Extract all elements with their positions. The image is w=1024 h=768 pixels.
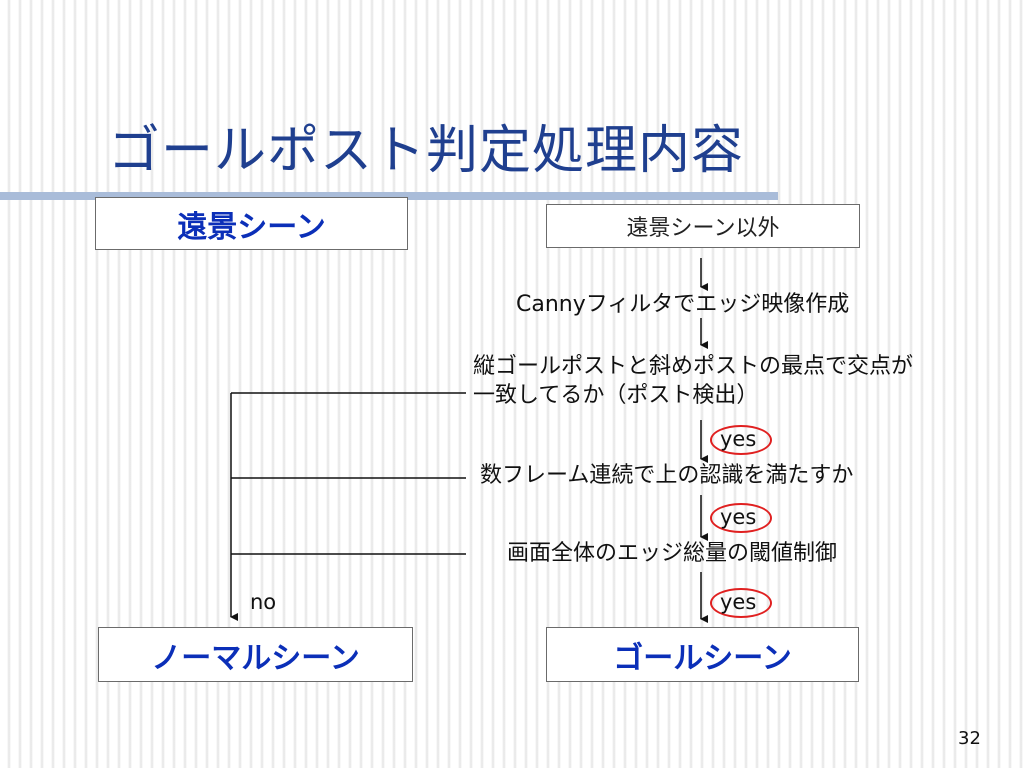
page-number: 32 [958, 728, 981, 749]
title-underline [0, 192, 778, 200]
yes-highlight-circle-3 [710, 588, 772, 618]
yes-label-3: yes [720, 590, 757, 614]
step-edge-threshold: 画面全体のエッジ総量の閾値制御 [507, 541, 838, 566]
no-label: no [250, 590, 277, 614]
yes-highlight-circle-2 [710, 503, 772, 533]
step-canny-filter: Cannyフィルタでエッジ映像作成 [516, 292, 850, 317]
yes-label-2: yes [720, 505, 757, 529]
other-scene-box: 遠景シーン以外 [546, 204, 860, 248]
goal-scene-box: ゴールシーン [546, 627, 859, 682]
slide-title: ゴールポスト判定処理内容 [108, 121, 745, 181]
step-post-check-line2: 一致してるか（ポスト検出） [473, 383, 759, 408]
yes-highlight-circle-1 [710, 425, 772, 455]
step-post-check-line1: 縦ゴールポストと斜めポストの最点で交点が [473, 354, 914, 379]
far-scene-box: 遠景シーン [95, 197, 408, 250]
normal-scene-box: ノーマルシーン [98, 627, 413, 682]
yes-label-1: yes [720, 427, 757, 451]
step-consecutive-frames: 数フレーム連続で上の認識を満たすか [480, 463, 854, 488]
